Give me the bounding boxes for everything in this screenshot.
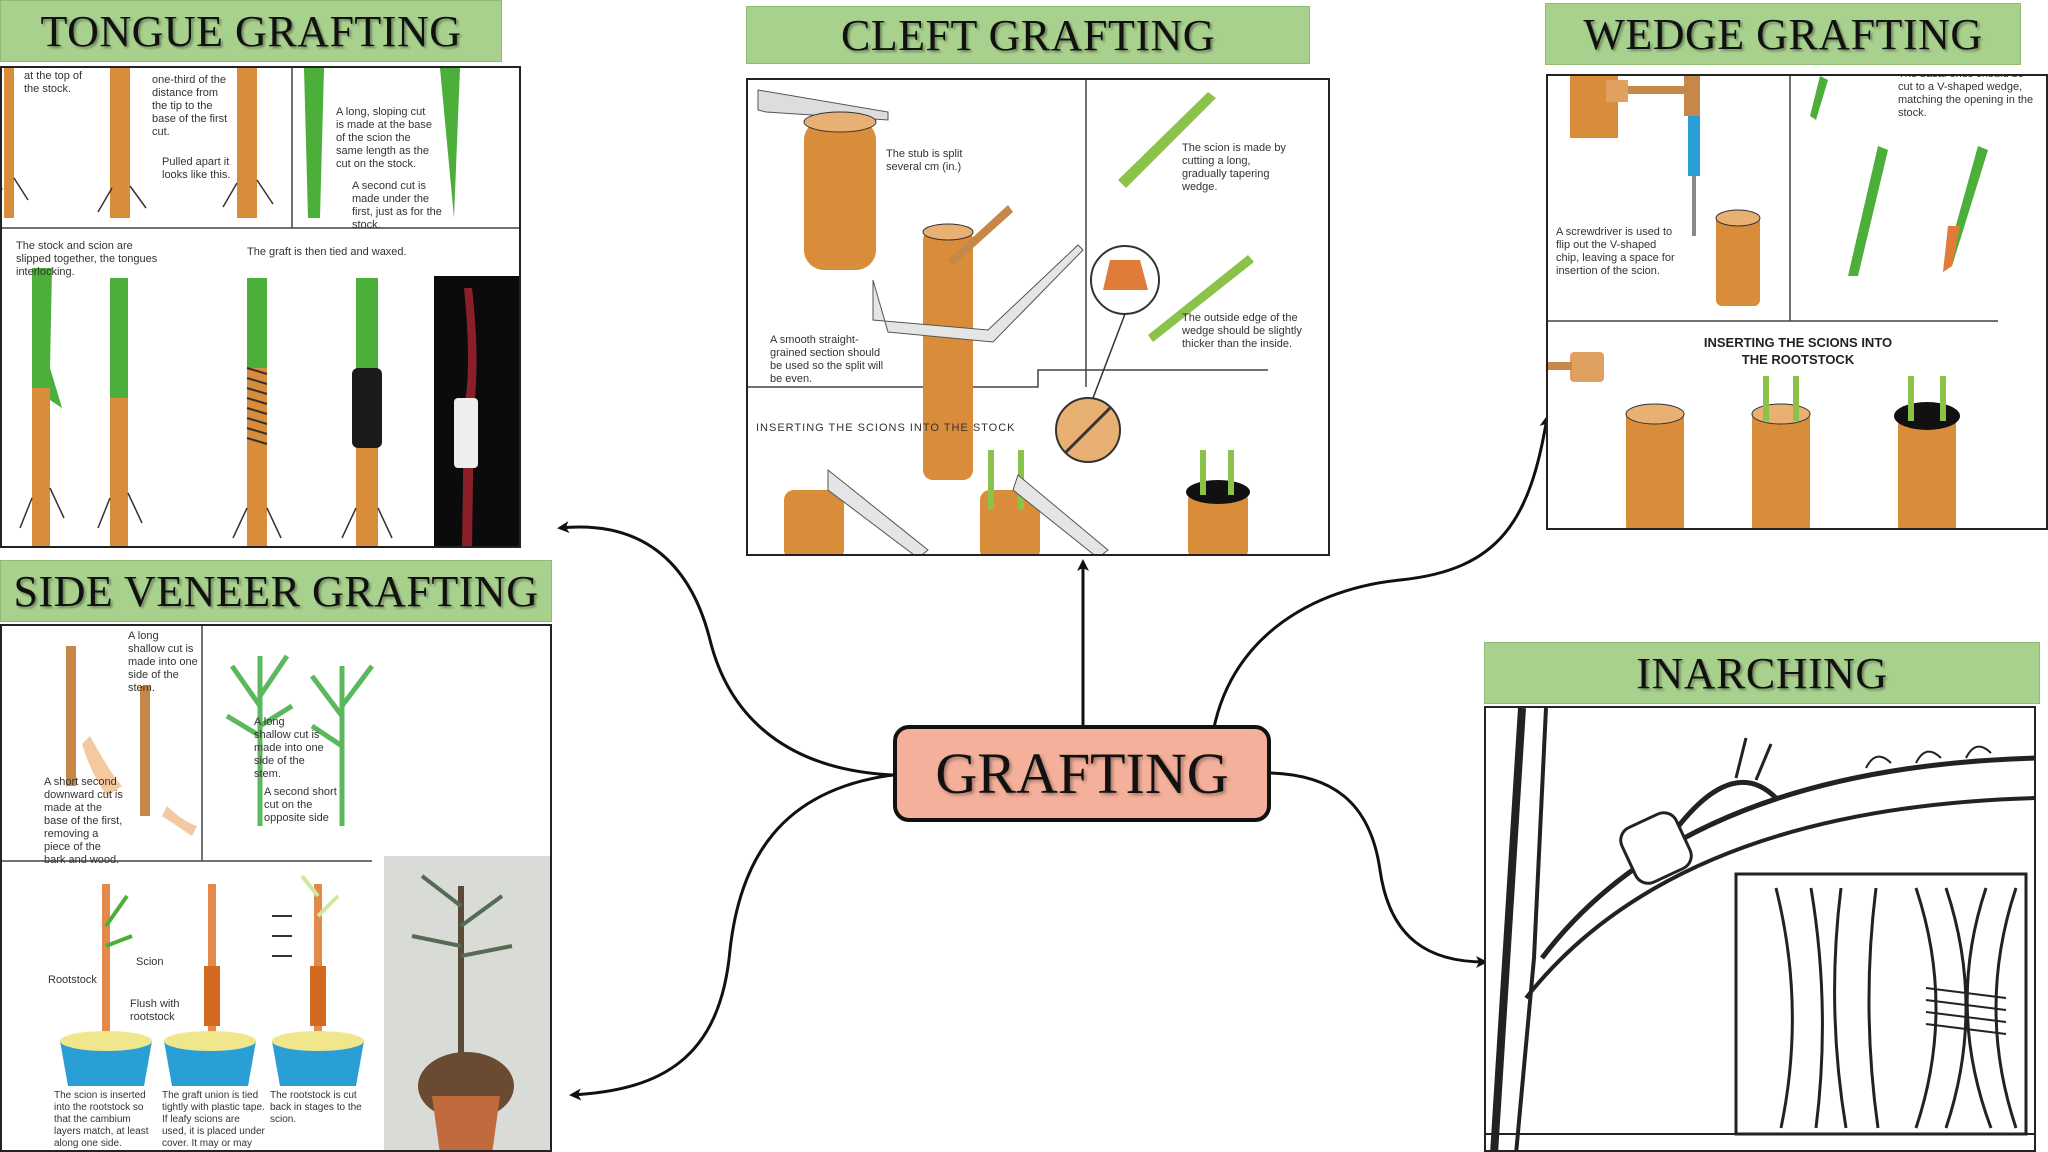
veneer-label-cutback: The rootstock is cut back in stages to t… xyxy=(270,1090,362,1125)
tongue-label-slipped: The stock and scion are slipped together… xyxy=(16,240,158,278)
veneer-label-scion: Scion xyxy=(136,956,164,968)
veneer-label-short2: A second short cut on the opposite side xyxy=(264,786,337,824)
cleft-label-outside: The outside edge of the wedge should be … xyxy=(1182,312,1302,350)
wedge-label-basal: The basal ends should be cut to a V-shap… xyxy=(1898,74,2034,119)
inarching-illustration xyxy=(1484,706,2036,1152)
wedge-label-inserting: INSERTING THE SCIONS INTO THE ROOTSTOCK xyxy=(1703,335,1893,367)
veneer-label-inserted: The scion is inserted into the rootstock… xyxy=(54,1090,149,1149)
wedge-label-screwdriver: A screwdriver is used to flip out the V-… xyxy=(1556,226,1675,277)
veneer-label-union: The graft union is tied tightly with pla… xyxy=(162,1090,265,1149)
arrow-to-wedge xyxy=(1208,415,1552,761)
veneer-label-downward: A short second downward cut is made at t… xyxy=(44,776,123,866)
veneer-label-rootstock: Rootstock xyxy=(48,974,97,986)
cleft-drawing xyxy=(748,80,1268,554)
tongue-label-top: at the top of the stock. xyxy=(24,70,83,95)
side-veneer-grafting-title: SIDE VENEER GRAFTING xyxy=(0,560,552,622)
cleft-grafting-illustration: The stub is split several cm (in.) The s… xyxy=(746,78,1330,556)
tongue-label-sloping: A long, sloping cut is made at the base … xyxy=(336,106,433,170)
veneer-label-flush: Flush with rootstock xyxy=(130,998,180,1023)
wedge-drawing xyxy=(1548,76,1998,528)
tongue-label-tied: The graft is then tied and waxed. xyxy=(247,246,407,258)
veneer-label-shallow2: A long shallow cut is made into one side… xyxy=(254,716,324,780)
veneer-label-shallow1: A long shallow cut is made into one side… xyxy=(128,630,198,694)
veneer-drawing xyxy=(2,626,550,1150)
tongue-label-third: one-third of the distance from the tip t… xyxy=(152,74,228,138)
inarching-drawing xyxy=(1486,708,2034,1150)
grafting-center-node: GRAFTING xyxy=(893,725,1271,822)
arrow-to-tongue xyxy=(557,521,894,777)
tongue-drawing xyxy=(2,68,519,546)
side-veneer-grafting-illustration: A long shallow cut is made into one side… xyxy=(0,624,552,1152)
tongue-label-second: A second cut is made under the first, ju… xyxy=(352,180,442,231)
tongue-label-pulled: Pulled apart it looks like this. xyxy=(162,156,231,181)
tongue-grafting-illustration: at the top of the stock. one-third of th… xyxy=(0,66,521,548)
arrow-to-inarching xyxy=(1270,771,1488,968)
cleft-label-smooth: A smooth straight-grained section should… xyxy=(770,334,884,385)
wedge-grafting-title: WEDGE GRAFTING xyxy=(1545,3,2021,65)
arrow-to-veneer xyxy=(569,773,894,1101)
cleft-label-inserting: INSERTING THE SCIONS INTO THE STOCK xyxy=(756,422,1016,434)
cleft-label-scion: The scion is made by cutting a long, gra… xyxy=(1182,142,1286,193)
inarching-title: INARCHING xyxy=(1484,642,2040,704)
cleft-grafting-title: CLEFT GRAFTING xyxy=(746,6,1310,64)
wedge-grafting-illustration: The basal ends should be cut to a V-shap… xyxy=(1546,74,2048,530)
tongue-grafting-title: TONGUE GRAFTING xyxy=(0,0,502,62)
cleft-label-stub: The stub is split several cm (in.) xyxy=(886,148,963,173)
